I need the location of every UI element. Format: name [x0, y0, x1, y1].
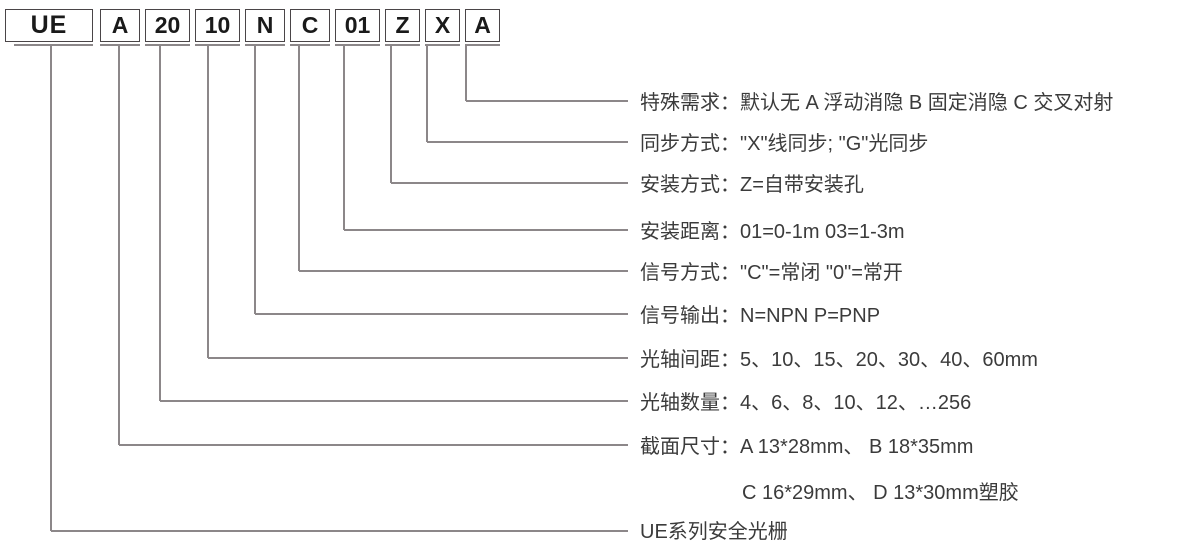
label-value-signal-mode: "C"=常闭 "0"=常开 [740, 262, 903, 284]
label-key-special-requirement: 特殊需求： [640, 92, 740, 114]
code-box-ue[interactable]: UE [5, 9, 93, 42]
label-key-mounting-method: 安装方式： [640, 174, 740, 196]
label-key-signal-mode: 信号方式： [640, 262, 740, 284]
code-box-x[interactable]: X [425, 9, 460, 42]
label-mounting-distance: 安装距离：01=0-1m 03=1-3m [640, 221, 905, 243]
label-value-mounting-distance: 01=0-1m 03=1-3m [740, 221, 905, 243]
label-section-size: 截面尺寸：A 13*28mm、 B 18*35mm [640, 436, 973, 458]
code-box-a2[interactable]: A [465, 9, 500, 42]
code-box-a[interactable]: A [100, 9, 140, 42]
code-box-10[interactable]: 10 [195, 9, 240, 42]
label-value-section-size: A 13*28mm、 B 18*35mm [740, 436, 974, 458]
label-signal-mode: 信号方式："C"=常闭 "0"=常开 [640, 262, 903, 284]
label-beam-spacing: 光轴间距：5、10、15、20、30、40、60mm [640, 349, 1038, 371]
label-section-size-line2: C 16*29mm、 D 13*30mm塑胶 [742, 482, 1019, 504]
label-mounting-method: 安装方式：Z=自带安装孔 [640, 174, 864, 196]
label-value-beam-spacing: 5、10、15、20、30、40、60mm [740, 349, 1038, 371]
code-box-z[interactable]: Z [385, 9, 420, 42]
label-signal-output: 信号输出：N=NPN P=PNP [640, 305, 880, 327]
code-box-n[interactable]: N [245, 9, 285, 42]
label-key-section-size: 截面尺寸： [640, 436, 740, 458]
label-key-beam-spacing: 光轴间距： [640, 349, 740, 371]
label-key-beam-count: 光轴数量： [640, 392, 740, 414]
code-box-c[interactable]: C [290, 9, 330, 42]
label-beam-count: 光轴数量：4、6、8、10、12、…256 [640, 392, 971, 414]
label-key-signal-output: 信号输出： [640, 305, 740, 327]
label-value-sync-mode: "X"线同步; "G"光同步 [740, 133, 929, 155]
label-sync-mode: 同步方式："X"线同步; "G"光同步 [640, 133, 928, 155]
label-key-sync-mode: 同步方式： [640, 133, 740, 155]
label-value-beam-count: 4、6、8、10、12、…256 [740, 392, 972, 414]
label-value-mounting-method: Z=自带安装孔 [740, 174, 864, 196]
label-series-name: UE系列安全光栅 [640, 521, 788, 543]
label-special-requirement: 特殊需求：默认无 A 浮动消隐 B 固定消隐 C 交叉对射 [640, 92, 1113, 114]
code-box-01[interactable]: 01 [335, 9, 380, 42]
label-value-signal-output: N=NPN P=PNP [740, 305, 881, 327]
code-box-20[interactable]: 20 [145, 9, 190, 42]
label-key-mounting-distance: 安装距离： [640, 221, 740, 243]
label-value-special-requirement: 默认无 A 浮动消隐 B 固定消隐 C 交叉对射 [740, 92, 1114, 114]
